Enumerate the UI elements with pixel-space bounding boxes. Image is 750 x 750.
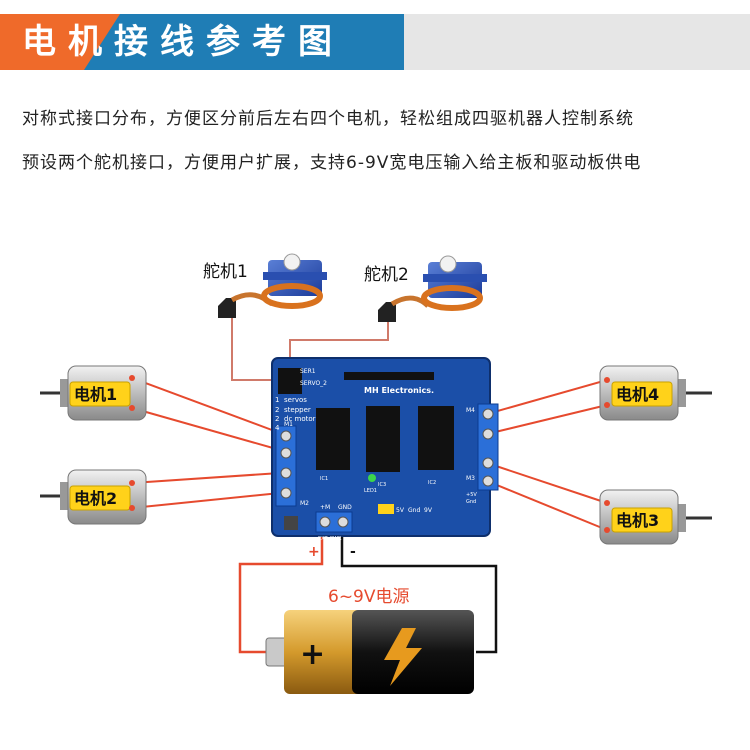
pin-servo2: SERVO_2 xyxy=(300,380,327,387)
label-gnd: GND xyxy=(338,504,352,511)
label-ic3: IC3 xyxy=(378,482,386,488)
reset-button xyxy=(284,516,298,530)
label-m1: M1 xyxy=(284,421,293,428)
description-line-2: 预设两个舵机接口，方便用户扩展，支持6-9V宽电压输入给主板和驱动板供电 xyxy=(22,153,642,173)
power-minus-label: - xyxy=(350,544,356,560)
num-2a: 2 xyxy=(275,406,279,414)
motor-4 xyxy=(599,365,712,421)
power-positive-wire xyxy=(238,536,324,654)
led-indicator xyxy=(368,474,376,482)
power-plus-label: + xyxy=(308,544,320,560)
servo-2 xyxy=(378,255,487,322)
ic-chip-3 xyxy=(418,406,454,470)
title-banner: 电机接线参考图 xyxy=(0,14,750,70)
servo-2-label: 舵机2 xyxy=(364,265,409,285)
label-m4: M4 xyxy=(466,407,475,414)
motor-3 xyxy=(599,489,712,545)
description-line-1: 对称式接口分布，方便区分前后左右四个电机，轻松组成四驱机器人控制系统 xyxy=(22,109,634,129)
servo-1 xyxy=(218,253,327,318)
label-stepper: stepper xyxy=(284,406,311,414)
terminal-block-right xyxy=(477,403,499,491)
motor-1-label: 电机1 xyxy=(74,385,117,404)
label-led1: LED1 xyxy=(364,488,377,494)
label-m2: M2 xyxy=(300,500,309,507)
terminal-block-left xyxy=(275,425,297,507)
label-ic2: IC2 xyxy=(428,480,436,486)
motor-1 xyxy=(40,365,147,421)
jumper xyxy=(378,504,394,514)
label-gnd3: Gnd xyxy=(466,499,476,505)
power-negative-wire xyxy=(340,536,498,654)
motor-2 xyxy=(40,469,147,525)
servo-1-label: 舵机1 xyxy=(203,262,248,282)
pin-ser1: SER1 xyxy=(300,368,316,375)
num-1: 1 xyxy=(275,396,279,404)
battery-plus-symbol: + xyxy=(300,637,325,672)
power-terminal xyxy=(315,511,353,533)
label-m3: M3 xyxy=(466,475,475,482)
ic-chip-2 xyxy=(366,406,400,472)
num-2b: 2 xyxy=(275,415,279,423)
motor-3-label: 电机3 xyxy=(616,511,659,530)
board-brand: MH Electronics. xyxy=(364,386,434,395)
battery xyxy=(265,610,474,694)
label-dc-motor: dc motor xyxy=(284,415,316,423)
label-5v: 5V xyxy=(396,507,405,514)
label-gnd2: Gnd xyxy=(408,507,420,514)
servo2-wire xyxy=(289,322,389,368)
power-source-label: 6~9V电源 xyxy=(328,587,410,607)
label-9v: 9V xyxy=(424,507,433,514)
header-pins-top xyxy=(278,368,434,394)
num-4: 4 xyxy=(275,424,280,432)
lightning-icon xyxy=(384,628,422,686)
motor-wires xyxy=(131,377,608,531)
driver-board: MH Electronics. SER1 SERVO_2 servos step… xyxy=(271,357,499,542)
ic-chip-1 xyxy=(316,408,350,470)
motor-2-label: 电机2 xyxy=(74,489,117,508)
motor-4-label: 电机4 xyxy=(616,385,659,404)
label-ic1: IC1 xyxy=(320,476,328,482)
servo1-wire xyxy=(231,318,288,381)
page-title: 电机接线参考图 xyxy=(22,22,344,62)
label-ext-pwr: EXT_PWR xyxy=(318,536,342,542)
label-servos: servos xyxy=(284,396,307,404)
label-plus5v: +5V xyxy=(466,492,477,498)
label-plus-m: +M xyxy=(320,504,330,511)
